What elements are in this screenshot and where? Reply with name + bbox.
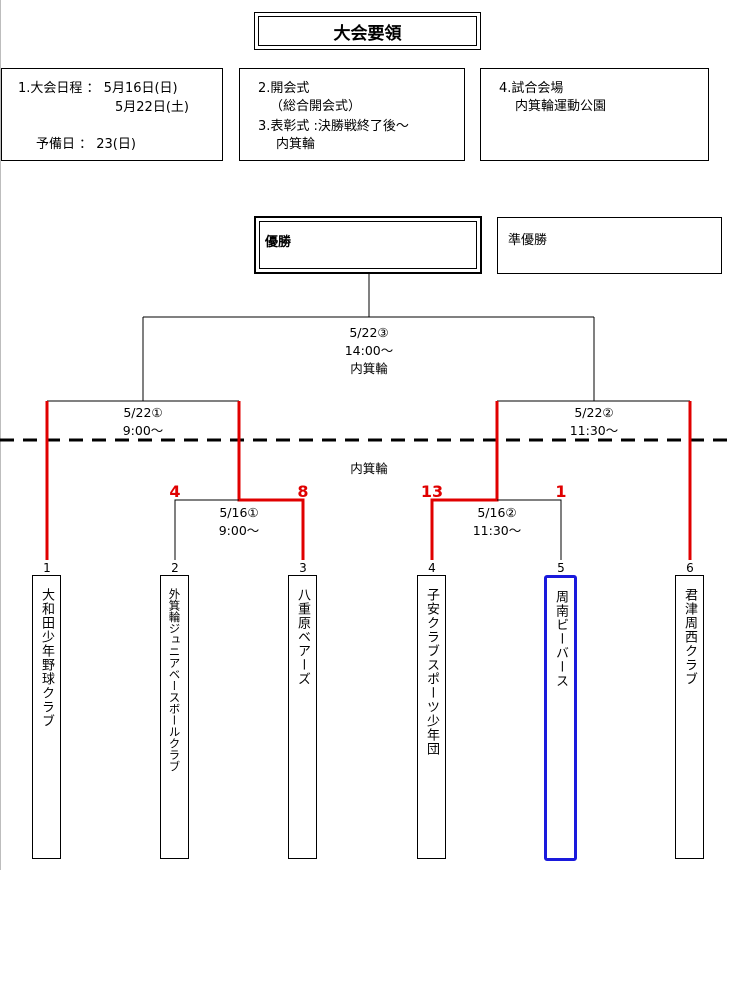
team-number-3: 3 xyxy=(299,561,307,575)
team-4-winner-line xyxy=(430,401,499,560)
first-round-right-score-right: 1 xyxy=(555,482,567,501)
ceremony-box: 2.開会式 （総合開会式） 3.表彰式 :決勝戦終了後～ 内箕輪 xyxy=(239,68,465,161)
page-title: 大会要領 xyxy=(258,16,477,46)
page-edge xyxy=(0,0,1,870)
team-box-5-highlighted: 周南ビーバース xyxy=(544,575,577,861)
reserve-day-line: 予備日 ： 23(日) xyxy=(36,137,136,152)
semi-left-time: 9:00～ xyxy=(122,423,164,438)
runner-up-label: 準優勝 xyxy=(508,233,548,248)
team-number-5: 5 xyxy=(557,561,565,575)
team-name-5: 周南ビーバース xyxy=(553,590,568,688)
first-round-left-time: 9:00～ xyxy=(218,523,260,538)
final-time: 14:00～ xyxy=(344,343,394,358)
venue-below-divider: 内箕輪 xyxy=(350,461,388,476)
team-name-2: 外箕輪ジュニアベースボールクラブ xyxy=(167,588,182,772)
team-box-4: 子安クラブスポーツ少年団 xyxy=(417,575,446,859)
team-5-bracket-line xyxy=(497,499,562,560)
team-2-bracket-line xyxy=(174,499,239,560)
ceremony-line-4: 内箕輪 xyxy=(276,137,316,152)
first-round-left-score-left: 4 xyxy=(169,482,181,501)
ceremony-line-2: （総合開会式） xyxy=(270,99,362,114)
team-number-6: 6 xyxy=(686,561,694,575)
schedule-box: 1.大会日程 ： 5月16日(日) 5月22日(土) 予備日 ： 23(日) xyxy=(1,68,223,161)
team-number-1: 1 xyxy=(43,561,51,575)
team-name-3: 八重原ベアーズ xyxy=(295,588,310,686)
team-3-winner-line xyxy=(237,401,305,560)
runner-up-box: 準優勝 xyxy=(497,217,722,274)
venue-line-2: 内箕輪運動公園 xyxy=(515,99,607,114)
team-number-2: 2 xyxy=(171,561,179,575)
first-round-right-date: 5/16② xyxy=(477,505,517,520)
ceremony-line-1: 2.開会式 xyxy=(258,81,310,96)
champion-label: 優勝 xyxy=(265,235,292,250)
final-date: 5/22③ xyxy=(349,325,389,340)
semi-right-time: 11:30～ xyxy=(569,423,619,438)
venue-box: 4.試合会場 内箕輪運動公園 xyxy=(480,68,709,161)
semi-right-date: 5/22② xyxy=(574,405,614,420)
schedule-line-2: 5月22日(土) xyxy=(115,100,189,115)
final-venue: 内箕輪 xyxy=(350,361,388,376)
team-name-1: 大和田少年野球クラブ xyxy=(39,588,54,728)
team-box-1: 大和田少年野球クラブ xyxy=(32,575,61,859)
venue-line-1: 4.試合会場 xyxy=(499,81,564,96)
team-box-6: 君津周西クラブ xyxy=(675,575,704,859)
champion-box: 優勝 xyxy=(254,216,482,274)
champion-box-inner: 優勝 xyxy=(259,221,477,269)
team-name-4: 子安クラブスポーツ少年団 xyxy=(424,588,439,756)
first-round-left-score-right: 8 xyxy=(297,482,309,501)
ceremony-line-3: 3.表彰式 :決勝戦終了後～ xyxy=(258,119,409,134)
team-box-3: 八重原ベアーズ xyxy=(288,575,317,859)
team-number-4: 4 xyxy=(428,561,436,575)
first-round-left-date: 5/16① xyxy=(219,505,259,520)
team-box-2: 外箕輪ジュニアベースボールクラブ xyxy=(160,575,189,859)
title-box: 大会要領 xyxy=(254,12,481,50)
first-round-right-time: 11:30～ xyxy=(472,523,522,538)
first-round-right-score-left: 13 xyxy=(420,482,444,501)
semi-left-date: 5/22① xyxy=(123,405,163,420)
schedule-line-1: 1.大会日程 ： 5月16日(日) xyxy=(18,81,178,96)
team-name-6: 君津周西クラブ xyxy=(682,588,697,686)
